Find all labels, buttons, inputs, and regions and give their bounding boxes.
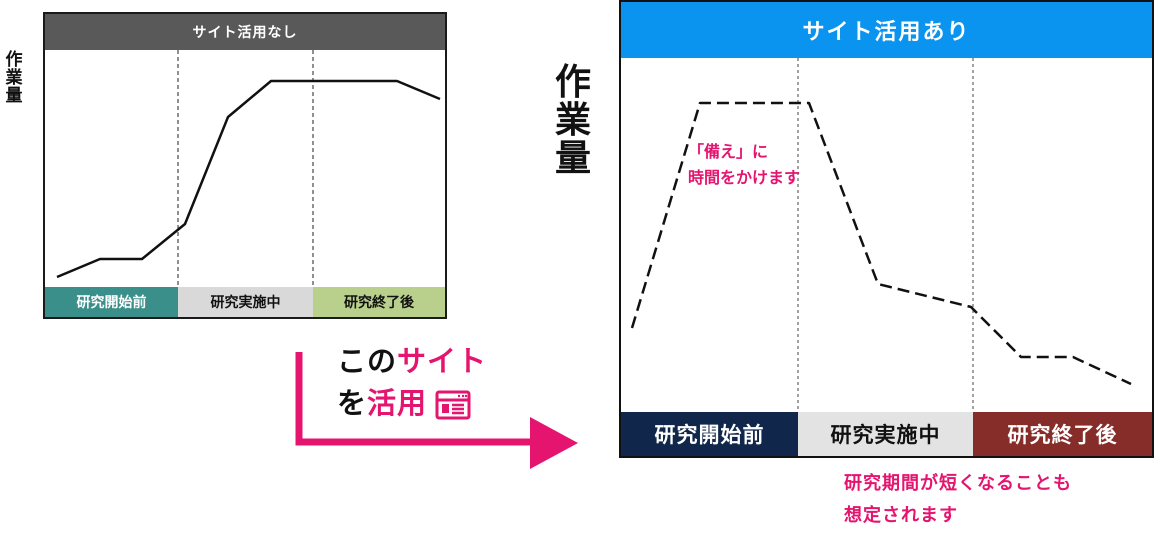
caption-line-2: を活用 [337,382,487,424]
caption-line1-accent: サイト [397,344,488,378]
right-chart-panel: サイト活用あり 研究開始前 研究実施中 研究終了後 [619,0,1154,458]
shorter-period-note-line2: 想定されます [844,504,958,526]
caption-line-1: このサイト [337,340,487,382]
left-chart-title: サイト活用なし [45,14,445,50]
shorter-period-note-line1: 研究期間が短くなることも [844,473,1072,494]
left-phase-before: 研究開始前 [45,287,178,317]
left-chart-panel: サイト活用なし 研究開始前 研究実施中 研究終了後 [43,12,447,319]
caption-line2-accent: 活用 [367,386,428,421]
left-workload-line [56,79,441,279]
site-usage-caption: このサイト を活用 [337,340,487,424]
left-phase-row: 研究開始前 研究実施中 研究終了後 [45,287,445,317]
right-phase-before: 研究開始前 [621,412,798,456]
preparation-annotation: 「備え」に 時間をかけます [688,139,800,190]
right-y-axis-label-text: 作業量 [554,62,591,179]
left-y-axis-label-text: 作業量 [5,50,23,106]
caption-line1-prefix: この [337,344,398,378]
left-y-axis-label: 作業量 [3,50,25,106]
arrow-right-icon [295,352,578,469]
right-chart-title: サイト活用あり [621,2,1152,58]
right-chart-plot [630,58,1132,412]
right-phase-during: 研究実施中 [798,412,973,456]
preparation-annotation-line2: 時間をかけます [688,167,801,187]
left-phase-during: 研究実施中 [178,287,313,317]
shorter-period-note: 研究期間が短くなることも 想定されます [844,468,1072,531]
right-phase-row: 研究開始前 研究実施中 研究終了後 [621,412,1152,456]
left-phase-after: 研究終了後 [313,287,445,317]
caption-line2-prefix: を [337,386,368,421]
right-y-axis-label: 作業量 [551,64,595,177]
preparation-annotation-line1: 「備え」に [688,142,769,161]
right-phase-after: 研究終了後 [973,412,1152,456]
right-workload-line [630,101,1132,386]
browser-window-icon [435,390,471,420]
left-chart-plot [56,50,441,287]
